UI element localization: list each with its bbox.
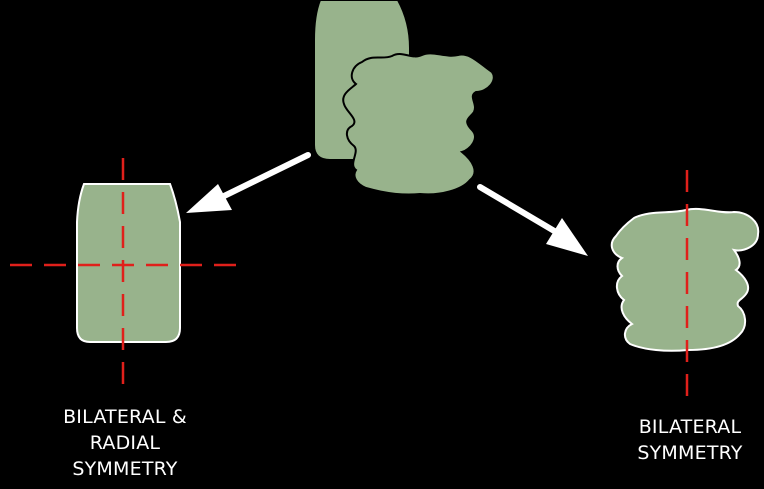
caption-right-line-2: SYMMETRY [637,442,743,464]
caption-left-line-2: RADIAL [89,432,161,454]
arrow-left-head [186,184,232,213]
arrow-right-head [546,218,588,256]
arrow-to-right [477,184,588,256]
caption-left-line-3: SYMMETRY [72,458,178,480]
arrow-to-left [186,152,311,213]
caption-bilateral-radial: BILATERAL & RADIAL SYMMETRY [40,404,210,482]
source-shapes-group [313,0,495,196]
left-barrel-shape [76,183,181,343]
caption-bilateral: BILATERAL SYMMETRY [620,414,760,466]
right-symmetry-group [610,170,760,400]
caption-left-line-1: BILATERAL & [63,406,187,428]
left-symmetry-group [10,158,240,388]
arrow-left-shaft [217,152,311,201]
right-wavy-shape [610,207,760,352]
arrow-right-shaft [477,184,559,235]
caption-right-line-1: BILATERAL [638,416,742,438]
source-wavy-shape [342,52,495,196]
